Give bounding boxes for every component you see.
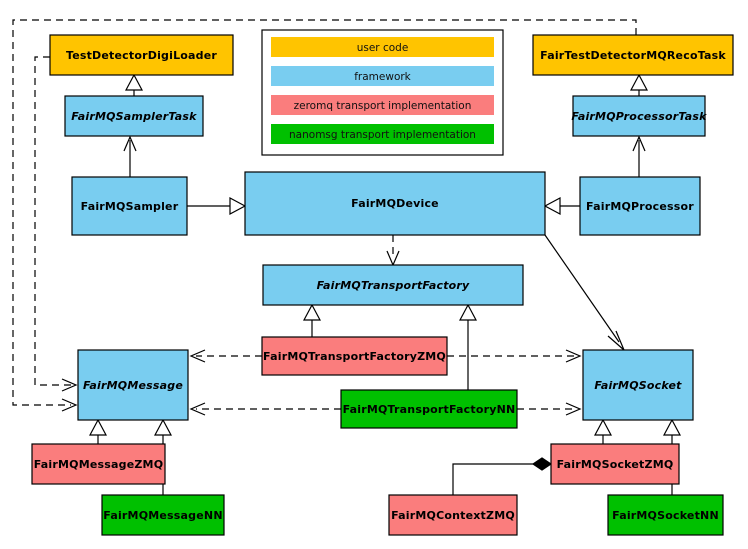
edge-factorynn-to-factory — [459, 303, 477, 390]
node-fairmq-transport-factory-nn[interactable]: FairMQTransportFactoryNN — [340, 389, 518, 429]
node-fair-test-detector-mq-reco-task[interactable]: FairTestDetectorMQRecoTask — [532, 34, 734, 76]
edge-messagezmq-to-message — [89, 418, 107, 444]
node-label-fairmq-transport-factory-zmq: FairMQTransportFactoryZMQ — [263, 350, 446, 363]
node-label-fairmq-context-zmq: FairMQContextZMQ — [391, 509, 515, 522]
node-label-fairmq-transport-factory: FairMQTransportFactory — [317, 279, 470, 292]
legend-panel: user code framework zeromq transport imp… — [261, 29, 504, 156]
legend-label-user-code: user code — [357, 42, 409, 54]
edge-factoryzmq-to-message — [189, 349, 262, 363]
edge-processor-to-processortask — [632, 135, 646, 177]
legend-item-framework: framework — [271, 66, 494, 86]
edge-recotask-to-processortask — [630, 73, 648, 96]
node-label-fairmq-sampler: FairMQSampler — [81, 200, 179, 213]
node-test-detector-digi-loader[interactable]: TestDetectorDigiLoader — [49, 34, 234, 76]
node-label-fairmq-socket: FairMQSocket — [594, 379, 682, 392]
edge-sampler-to-samplertask — [123, 135, 137, 177]
node-layer: TestDetectorDigiLoader FairMQSamplerTask… — [31, 34, 734, 536]
node-fairmq-socket-zmq[interactable]: FairMQSocketZMQ — [550, 443, 680, 485]
node-label-fair-test-detector-mq-reco-task: FairTestDetectorMQRecoTask — [540, 49, 726, 62]
edge-factoryzmq-to-factory — [303, 303, 321, 337]
edge-device-to-transportfactory — [386, 235, 400, 267]
edge-factorynn-to-socket — [517, 402, 582, 416]
legend-label-nanomsg: nanomsg transport implementation — [289, 129, 476, 141]
node-fairmq-message-zmq[interactable]: FairMQMessageZMQ — [31, 443, 166, 485]
node-label-fairmq-socket-nn: FairMQSocketNN — [612, 509, 719, 522]
edge-factoryzmq-to-socket — [447, 349, 582, 363]
node-fairmq-sampler-task[interactable]: FairMQSamplerTask — [64, 95, 204, 137]
legend-label-zeromq: zeromq transport implementation — [294, 100, 472, 112]
node-fairmq-processor-task[interactable]: FairMQProcessorTask — [571, 95, 707, 137]
legend-swatch-zeromq — [271, 95, 494, 115]
node-label-test-detector-digi-loader: TestDetectorDigiLoader — [66, 49, 217, 62]
node-label-fairmq-message-nn: FairMQMessageNN — [103, 509, 222, 522]
edge-contextzmq-to-socketzmq — [452, 457, 553, 495]
legend-label-framework: framework — [354, 71, 411, 83]
edge-recotask-to-message — [12, 19, 637, 412]
legend-item-zeromq: zeromq transport implementation — [271, 95, 494, 115]
legend-item-user-code: user code — [271, 37, 494, 57]
node-label-fairmq-processor: FairMQProcessor — [586, 200, 694, 213]
node-label-fairmq-sampler-task: FairMQSamplerTask — [71, 110, 197, 123]
node-label-fairmq-message: FairMQMessage — [83, 379, 183, 392]
node-fairmq-sampler[interactable]: FairMQSampler — [71, 176, 188, 236]
node-fairmq-transport-factory[interactable]: FairMQTransportFactory — [262, 264, 524, 306]
edge-processor-to-device — [543, 197, 580, 215]
node-fairmq-message-nn[interactable]: FairMQMessageNN — [101, 494, 225, 536]
legend-swatch-framework — [271, 66, 494, 86]
node-fairmq-socket[interactable]: FairMQSocket — [582, 349, 694, 421]
edge-factorynn-to-message — [189, 402, 341, 416]
legend-item-nanomsg: nanomsg transport implementation — [271, 124, 494, 144]
node-label-fairmq-processor-task: FairMQProcessorTask — [571, 110, 707, 123]
legend-swatch-user-code — [271, 37, 494, 57]
node-fairmq-processor[interactable]: FairMQProcessor — [579, 176, 701, 236]
node-fairmq-device[interactable]: FairMQDevice — [244, 171, 546, 236]
edge-device-to-socket — [544, 234, 625, 351]
node-label-fairmq-socket-zmq: FairMQSocketZMQ — [557, 458, 674, 471]
node-fairmq-socket-nn[interactable]: FairMQSocketNN — [607, 494, 724, 536]
node-label-fairmq-message-zmq: FairMQMessageZMQ — [34, 458, 164, 471]
edge-socketzmq-to-socket — [594, 418, 612, 444]
node-fairmq-context-zmq[interactable]: FairMQContextZMQ — [388, 494, 518, 536]
edge-sampler-to-device — [187, 197, 247, 215]
edge-digiloader-to-samplertask — [125, 73, 143, 96]
legend-swatch-nanomsg — [271, 124, 494, 144]
node-label-fairmq-device: FairMQDevice — [351, 197, 439, 210]
edge-digiloader-to-message — [34, 56, 78, 392]
node-label-fairmq-transport-factory-nn: FairMQTransportFactoryNN — [343, 403, 516, 416]
node-fairmq-message[interactable]: FairMQMessage — [77, 349, 189, 421]
node-fairmq-transport-factory-zmq[interactable]: FairMQTransportFactoryZMQ — [261, 336, 448, 376]
